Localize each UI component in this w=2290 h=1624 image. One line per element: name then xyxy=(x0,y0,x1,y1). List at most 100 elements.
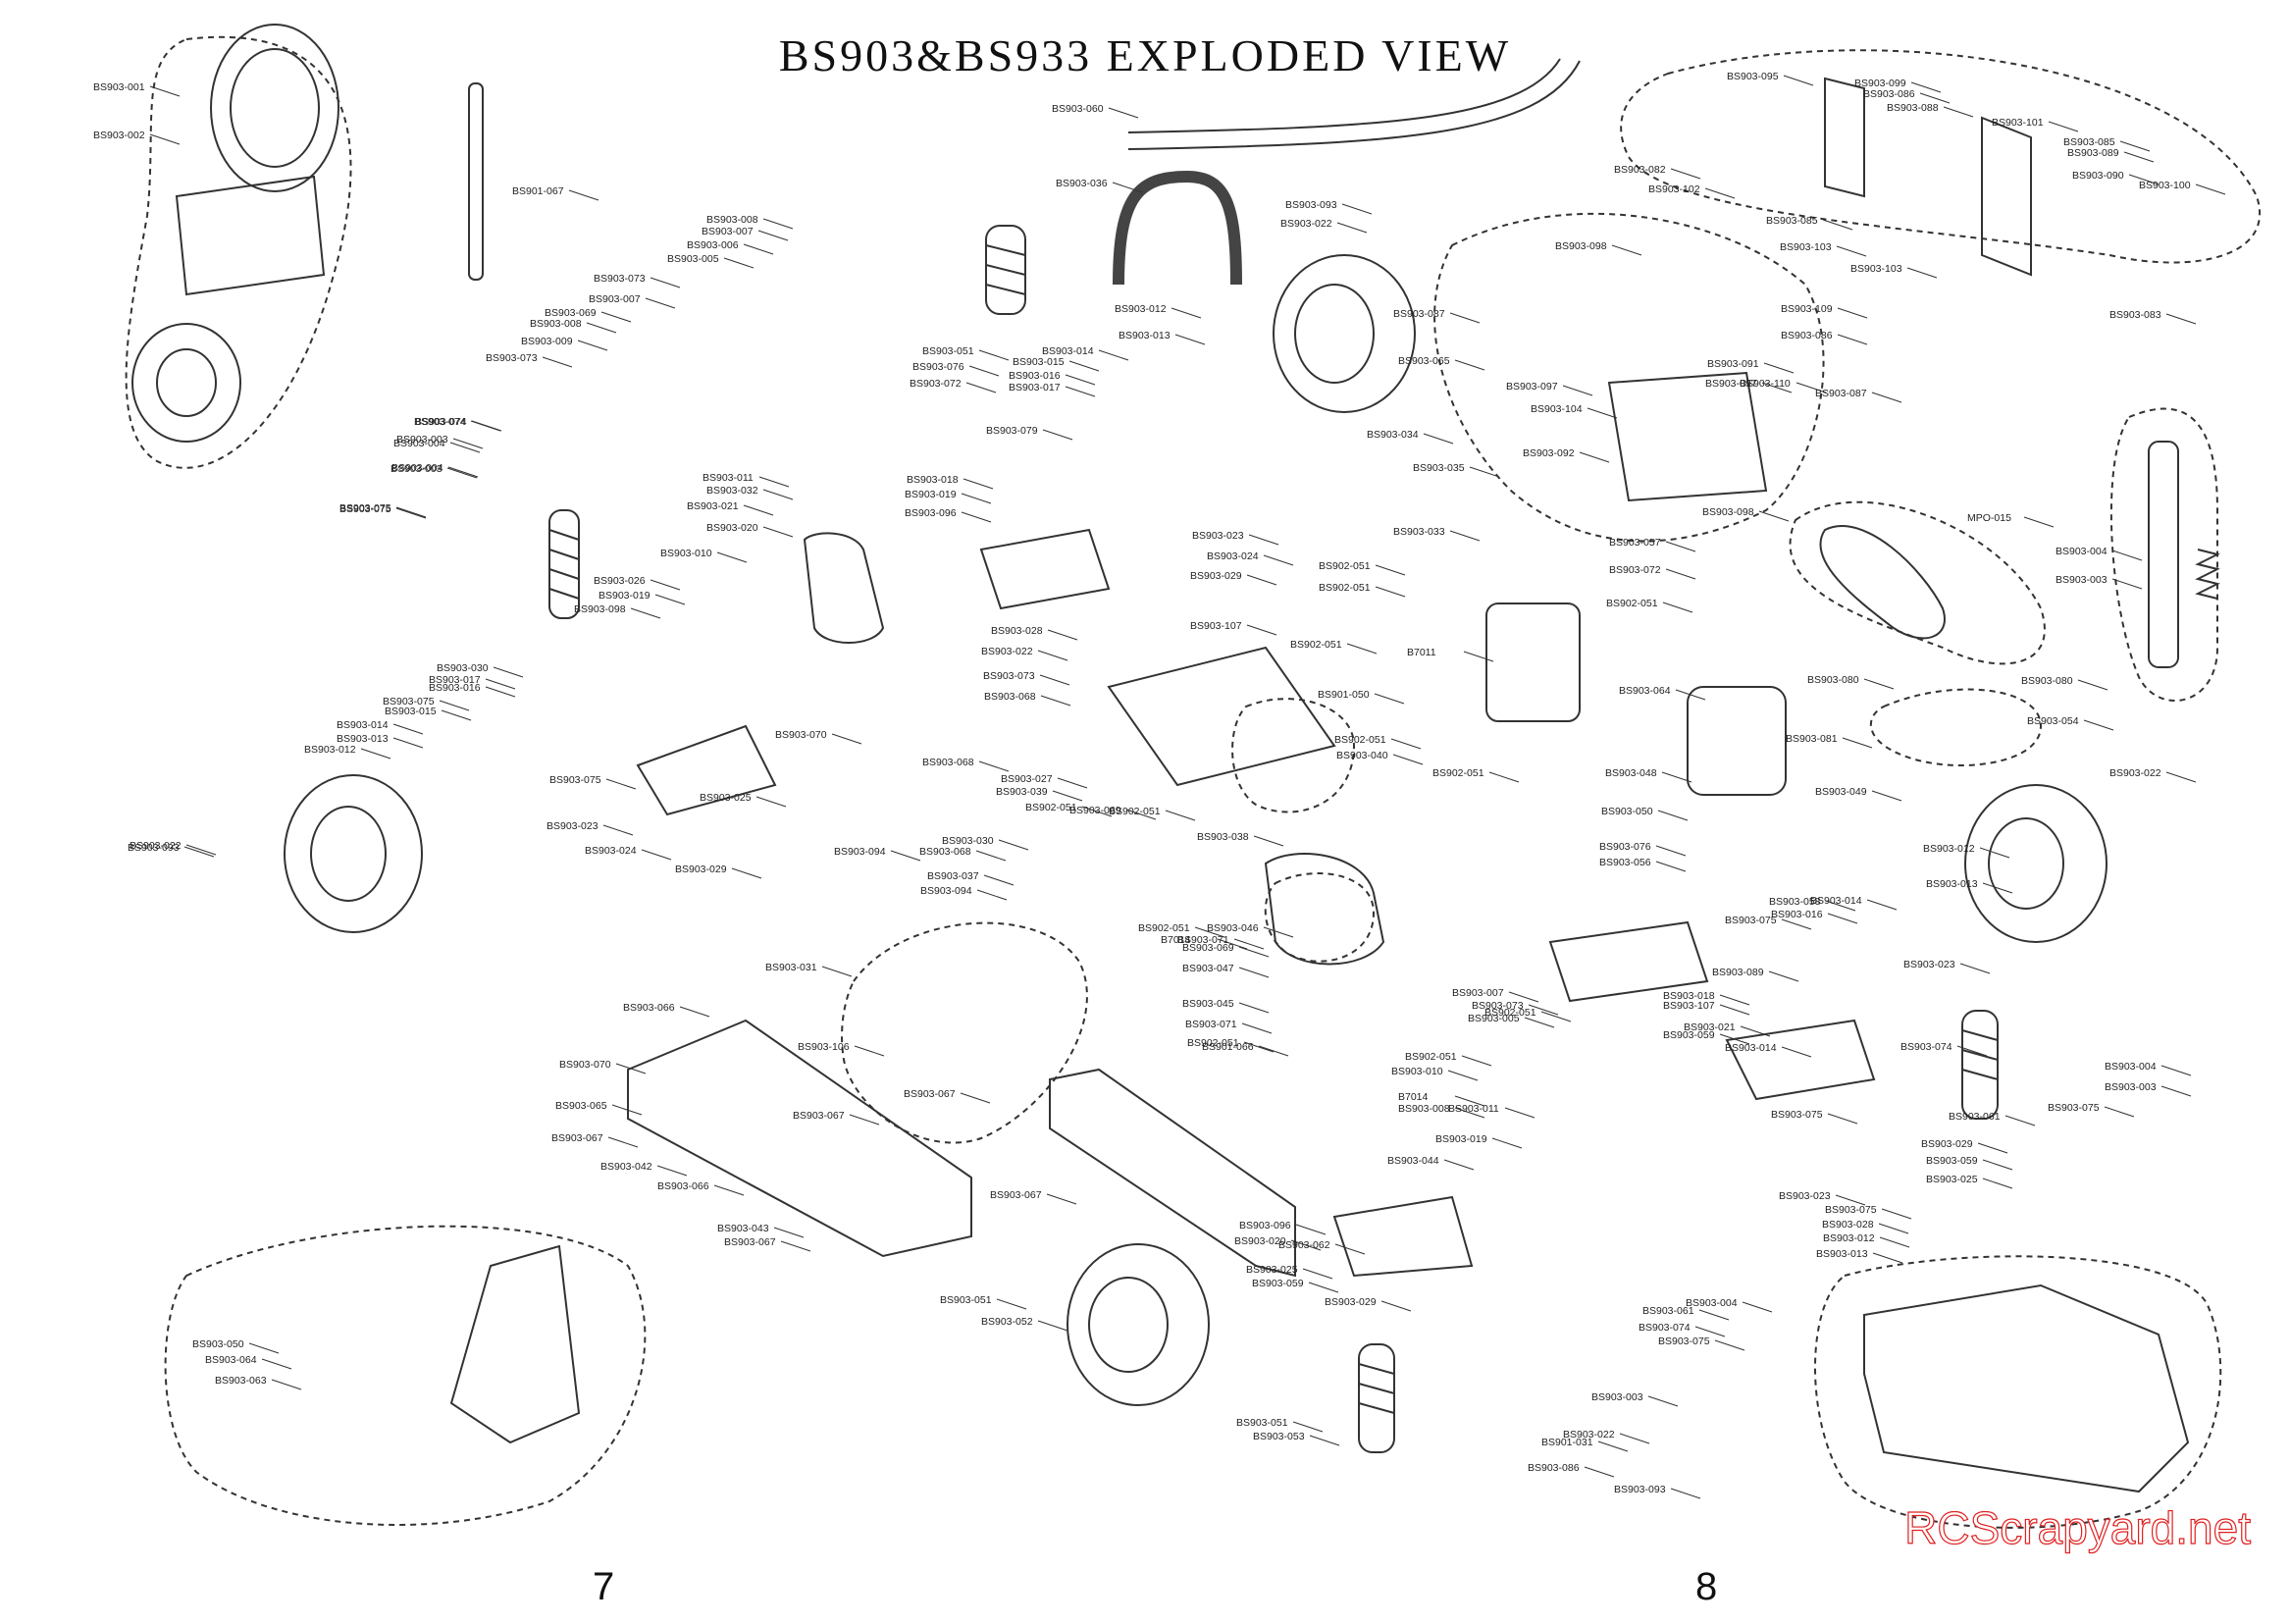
part-callout-label: BS903-088 xyxy=(1887,102,1939,114)
group-outline-top-gearbox xyxy=(1620,49,2261,264)
leader-line xyxy=(586,322,617,334)
part-callout-label: BS903-075 xyxy=(2048,1102,2100,1114)
leader-line xyxy=(1052,790,1083,802)
part-callout-label: BS903-068 xyxy=(922,757,974,768)
part-callout-label: BS902-051 xyxy=(1606,598,1658,609)
leader-line xyxy=(1657,810,1689,821)
part-callout-label: BS903-080 xyxy=(1807,674,1859,686)
part-callout-label: BS903-057 xyxy=(1609,537,1661,549)
leader-line xyxy=(360,748,391,760)
group-outline-shock-detail xyxy=(2109,407,2218,702)
leader-line xyxy=(1374,693,1405,705)
diff-case xyxy=(1607,371,1768,502)
leader-line xyxy=(963,478,994,490)
part-callout-label: BS903-064 xyxy=(1619,685,1671,697)
leader-line xyxy=(615,1063,647,1074)
leader-line xyxy=(149,85,181,97)
leader-line xyxy=(1042,429,1073,441)
part-callout-label: BS903-106 xyxy=(798,1041,850,1053)
leader-line xyxy=(1165,810,1196,821)
part-callout-label: BS903-037 xyxy=(927,870,979,882)
part-callout-label: BS903-012 xyxy=(304,744,356,756)
leader-line xyxy=(1380,1300,1412,1312)
leader-line xyxy=(395,506,427,518)
leader-line xyxy=(1979,847,2010,859)
leader-line xyxy=(1796,382,1827,393)
part-callout-label: BS903-051 xyxy=(1236,1417,1288,1429)
leader-line xyxy=(1341,203,1373,215)
part-callout-label: BS903-096 xyxy=(905,507,957,519)
leader-line xyxy=(1956,1045,1988,1057)
group-outline-exhaust xyxy=(1789,500,2046,665)
part-callout-label: BS903-006 xyxy=(687,239,739,251)
part-callout-label: BS903-044 xyxy=(1387,1155,1439,1167)
part-callout-label: BS903-109 xyxy=(1781,303,1833,315)
gearbox-housing xyxy=(1824,77,2032,277)
part-callout-label: BS903-028 xyxy=(1822,1219,1874,1231)
leader-line xyxy=(1665,541,1696,552)
leader-line xyxy=(755,796,787,808)
part-callout-label: BS903-021 xyxy=(1684,1022,1736,1033)
leader-line xyxy=(1171,307,1202,319)
part-callout-label: BS903-074 xyxy=(1900,1041,1952,1053)
wheel-rear-right xyxy=(1964,784,2108,943)
leader-line xyxy=(611,1104,643,1116)
leader-line xyxy=(1447,1070,1479,1081)
part-callout-label: BS903-050 xyxy=(1601,806,1653,817)
part-callout-label: BS903-050 xyxy=(192,1338,244,1350)
part-callout-label: BS903-012 xyxy=(1115,303,1167,315)
part-callout-label: BS903-051 xyxy=(940,1294,992,1306)
part-callout-label: BS903-010 xyxy=(660,548,712,559)
part-callout-label: BS903-023 xyxy=(1192,530,1244,542)
leader-line xyxy=(1619,1433,1650,1444)
leader-line xyxy=(261,1358,292,1370)
part-callout-label: BS903-028 xyxy=(991,625,1043,637)
leader-line xyxy=(1263,554,1294,566)
part-callout-label: BS903-110 xyxy=(1740,378,1791,390)
part-callout-label: BS903-012 xyxy=(1823,1232,1875,1244)
part-callout-label: BS903-089 xyxy=(2067,147,2119,159)
leader-line xyxy=(1836,245,1867,257)
part-callout-label: BS903-068 xyxy=(984,691,1036,703)
part-callout-label: BS903-004 xyxy=(1686,1297,1738,1309)
part-callout-label: BS903-012 xyxy=(1923,843,1975,855)
leader-line xyxy=(762,218,794,230)
leader-line xyxy=(1719,1004,1750,1016)
leader-line xyxy=(1047,629,1078,641)
rear-gearbox xyxy=(1264,853,1385,966)
wheel-front-left xyxy=(284,774,423,933)
leader-line xyxy=(1740,1025,1771,1037)
leader-line xyxy=(607,1136,639,1148)
leader-line xyxy=(493,666,524,678)
leader-line xyxy=(731,867,762,879)
part-callout-label: BS903-080 xyxy=(2021,675,2073,687)
part-callout-label: BS903-010 xyxy=(1391,1066,1443,1077)
leader-line xyxy=(542,356,573,368)
part-callout-label: BS903-065 xyxy=(1398,355,1450,367)
leader-line xyxy=(1758,510,1790,522)
leader-line xyxy=(1781,1046,1812,1058)
leader-line xyxy=(2111,578,2143,590)
leader-line xyxy=(568,189,599,201)
part-callout-label: BS903-085 xyxy=(2063,136,2115,148)
part-callout-label: BS903-013 xyxy=(1926,878,1978,890)
leader-line xyxy=(743,504,774,516)
part-callout-label: BS903-008 xyxy=(530,318,582,330)
leader-line xyxy=(1238,946,1270,958)
leader-line xyxy=(1454,1095,1485,1107)
leader-line xyxy=(2077,679,2108,691)
part-callout-label: BS903-033 xyxy=(1393,526,1445,538)
part-callout-label: BS903-093 xyxy=(1614,1484,1666,1495)
part-callout-label: BS903-030 xyxy=(942,835,994,847)
part-callout-label: BS903-091 xyxy=(1707,358,1759,370)
part-callout-label: BS903-076 xyxy=(1599,841,1651,853)
leader-line xyxy=(1871,392,1902,403)
leader-line xyxy=(1837,307,1868,319)
leader-line xyxy=(1263,926,1294,938)
leader-line xyxy=(439,700,470,711)
leader-line xyxy=(1704,187,1736,199)
part-callout-label: BS903-061 xyxy=(1949,1111,2001,1123)
tire-outline xyxy=(210,24,339,192)
part-callout-label: BS903-011 xyxy=(1448,1103,1499,1115)
part-callout-label: BS903-056 xyxy=(1599,857,1651,868)
